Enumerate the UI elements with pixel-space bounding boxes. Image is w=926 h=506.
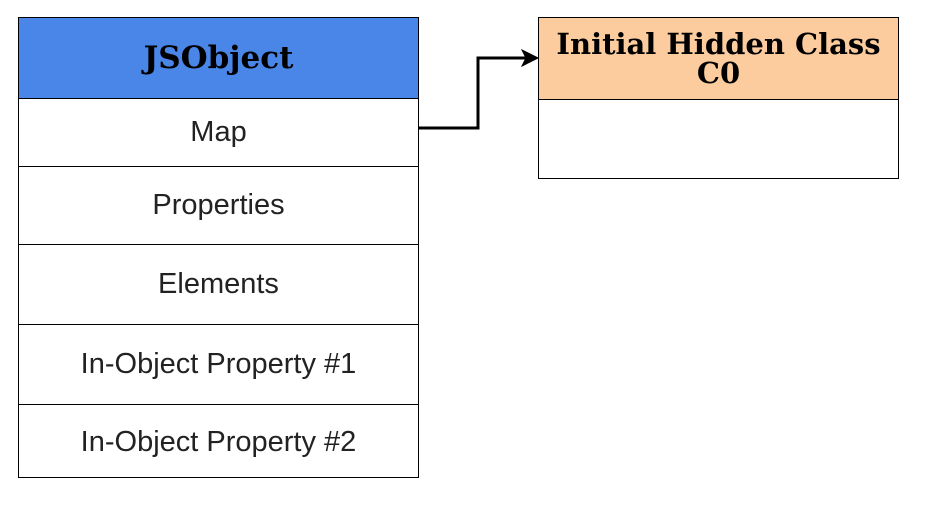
hidden-class-body bbox=[539, 99, 898, 180]
field-label: In-Object Property #2 bbox=[80, 425, 357, 458]
connector-line bbox=[419, 56, 526, 130]
jsobject-box: JSObject Map Properties Elements In-Obje… bbox=[18, 17, 419, 478]
field-label: In-Object Property #1 bbox=[80, 348, 357, 380]
field-map: Map bbox=[19, 98, 418, 166]
field-label: Properties bbox=[152, 189, 285, 221]
jsobject-title: JSObject bbox=[143, 39, 294, 76]
hidden-class-header: Initial Hidden Class C0 bbox=[539, 18, 898, 99]
field-label: Map bbox=[190, 116, 247, 148]
jsobject-header: JSObject bbox=[19, 18, 418, 98]
hidden-class-box: Initial Hidden Class C0 bbox=[538, 17, 899, 179]
field-in-object-property-2: In-Object Property #2 bbox=[19, 404, 418, 479]
arrowhead-icon bbox=[520, 48, 540, 68]
field-label: Elements bbox=[158, 268, 279, 300]
field-elements: Elements bbox=[19, 244, 418, 324]
hidden-class-subtitle: C0 bbox=[696, 55, 741, 90]
field-in-object-property-1: In-Object Property #1 bbox=[19, 324, 418, 404]
hidden-class-title: Initial Hidden Class bbox=[556, 26, 881, 61]
field-properties: Properties bbox=[19, 166, 418, 244]
